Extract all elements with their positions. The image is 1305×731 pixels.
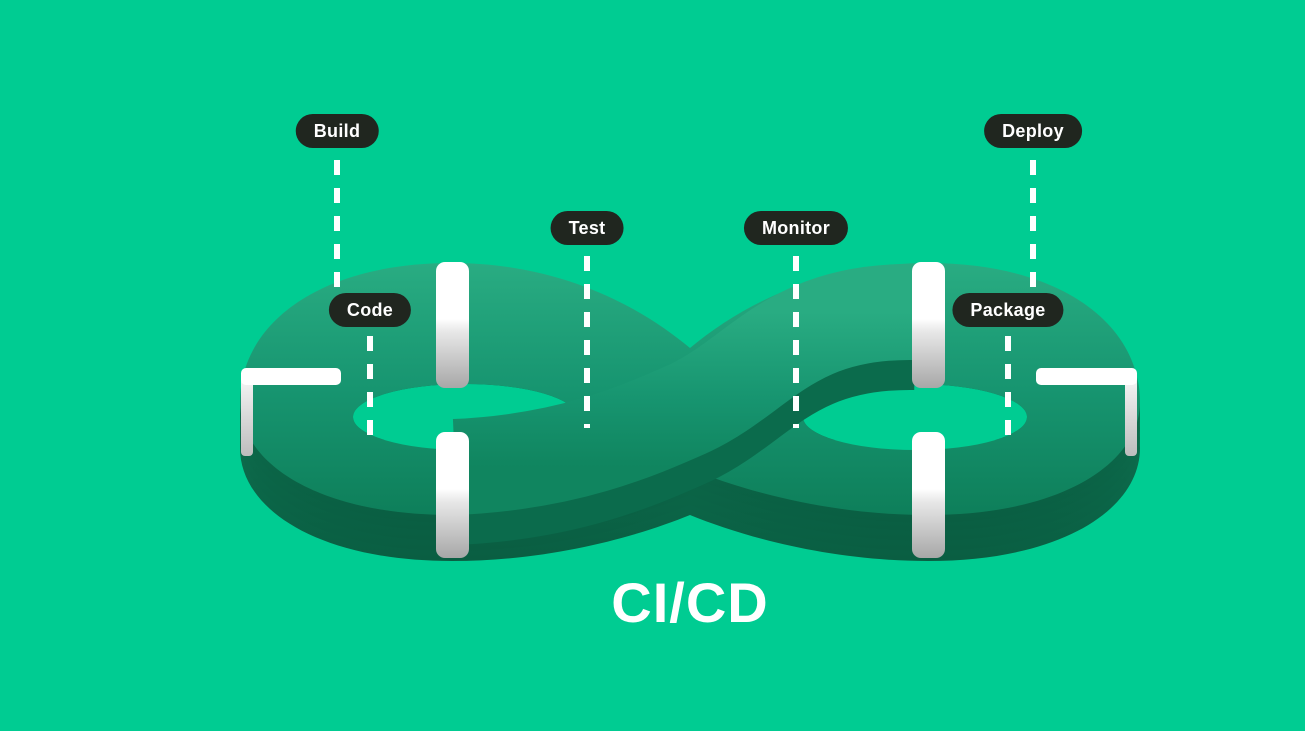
- checkpoint-bar-right-top: [912, 262, 945, 388]
- checkpoint-bar-left-bottom: [436, 432, 469, 558]
- stage-pill-build: Build: [295, 114, 379, 148]
- stage-pill-code: Code: [328, 293, 412, 327]
- stage-pill-package: Package: [952, 293, 1064, 327]
- corner-bracket-left-leg: [241, 378, 253, 456]
- corner-bracket-left-bar: [241, 368, 341, 385]
- corner-bracket-right: [1036, 368, 1137, 456]
- corner-bracket-left: [241, 368, 341, 456]
- corner-bracket-right-leg: [1125, 378, 1137, 456]
- loop-hole-right: [803, 384, 1027, 450]
- stage-pill-deploy: Deploy: [984, 114, 1082, 148]
- checkpoint-bar-left-top: [436, 262, 469, 388]
- leader-lines: [334, 160, 1036, 448]
- loop-front-band: [452, 263, 916, 515]
- stage-pill-test: Test: [550, 211, 624, 245]
- corner-bracket-right-bar: [1036, 368, 1137, 385]
- checkpoint-bar-right-bottom: [912, 432, 945, 558]
- stage-pill-monitor: Monitor: [743, 211, 849, 245]
- diagram-title: CI/CD: [611, 571, 769, 634]
